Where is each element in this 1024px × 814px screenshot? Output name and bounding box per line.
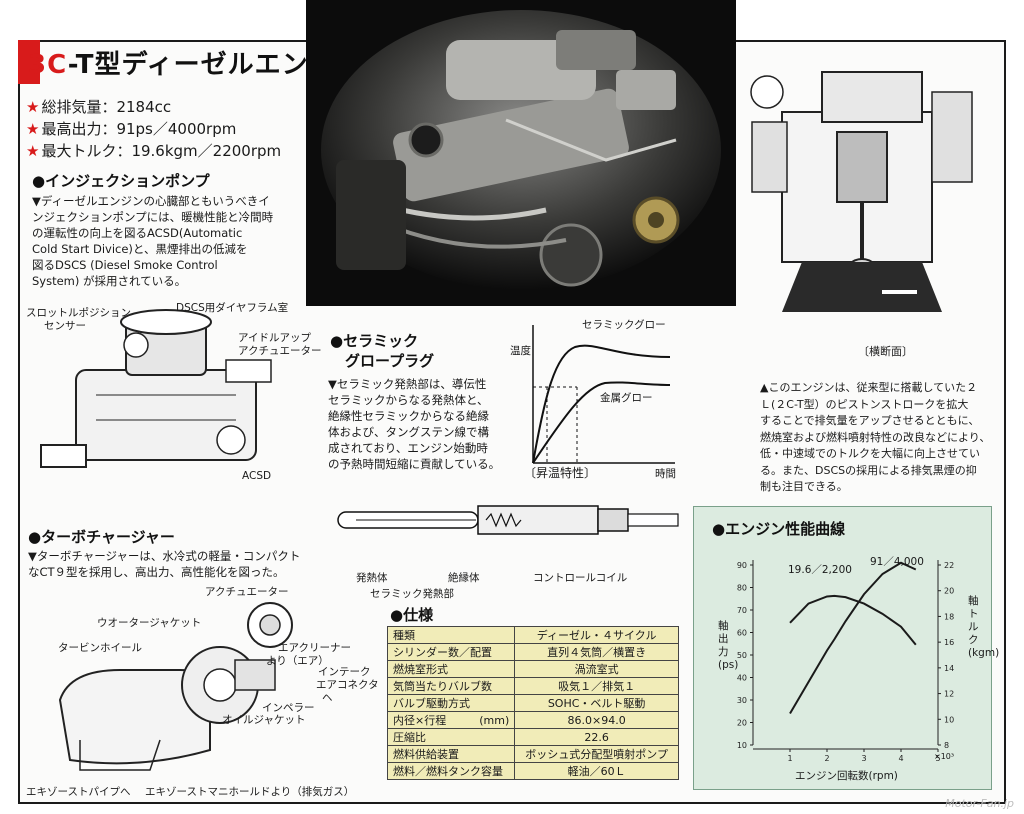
y-tick-label: 90 bbox=[737, 561, 747, 570]
x-tick-label: 3 bbox=[861, 754, 866, 763]
table-row: 燃焼室形式渦流室式 bbox=[386, 660, 679, 678]
spec-table: 種類ディーゼル・４サイクル シリンダー数／配置直列４気筒／横置き 燃焼室形式渦流… bbox=[386, 626, 679, 780]
turbo-heading: ●ターボチャージャー bbox=[28, 528, 175, 546]
x-axis-label: エンジン回転数(rpm) bbox=[795, 770, 898, 782]
y-tick-label: 60 bbox=[737, 629, 747, 638]
graph-ylabel: 温度 bbox=[510, 345, 531, 357]
table-row: 種類ディーゼル・４サイクル bbox=[386, 626, 679, 644]
graph-xlabel: 時間 bbox=[655, 468, 676, 480]
y-tick-label: 80 bbox=[737, 584, 747, 593]
turbo-drawing bbox=[58, 602, 293, 771]
plug-label-ceramic-part: セラミック発熱部 bbox=[370, 588, 454, 600]
turbo-label-intake-2: エアコネクタ bbox=[316, 679, 379, 691]
watermark: Motor-Fan.jp bbox=[945, 797, 1014, 810]
plug-label-insulator: 絶縁体 bbox=[448, 572, 480, 584]
y2-tick-label: 8 bbox=[944, 741, 949, 750]
table-row: 内径×行程 (mm)86.0×94.0 bbox=[386, 711, 679, 729]
table-row: シリンダー数／配置直列４気筒／横置き bbox=[386, 643, 679, 661]
ceramic-heading-1: ●セラミック bbox=[330, 332, 419, 350]
cross-section-caption: 〔横断面〕 bbox=[858, 345, 913, 358]
title-accent-bar bbox=[18, 40, 40, 84]
power-peak-label: 91／4,000 bbox=[870, 556, 924, 568]
y2-tick-label: 18 bbox=[944, 612, 954, 621]
turbo-label-exhaust-manifold: エキゾーストマニホールドより（排気ガス） bbox=[145, 786, 355, 798]
performance-panel bbox=[693, 506, 992, 790]
injection-pump-text: ▼ディーゼルエンジンの心臓部ともいうべきイ ンジェクションポンプには、暖機性能と… bbox=[32, 194, 274, 288]
plug-label-coil: コントロールコイル bbox=[533, 572, 628, 584]
y2-tick-label: 20 bbox=[944, 587, 954, 596]
cross-section-text: ▲このエンジンは、従来型に搭載していた２ Ｌ(２C-T型）のピストンストロークを… bbox=[760, 381, 991, 493]
plug-label-heater: 発熱体 bbox=[356, 572, 388, 584]
power-curve bbox=[789, 561, 917, 715]
metal-curve bbox=[532, 381, 671, 464]
turbo-label-impeller: インペラー bbox=[262, 702, 315, 714]
ceramic-text: ▼セラミック発熱部は、導伝性 セラミックからなる発熱体と、 絶縁性セラミックから… bbox=[328, 377, 501, 471]
x-tick-label: 1 bbox=[787, 754, 792, 763]
x-tick-label: 5 bbox=[935, 754, 940, 763]
table-row: 燃料／燃料タンク容量軽油／60Ｌ bbox=[386, 762, 679, 780]
y2-tick-label: 10 bbox=[944, 715, 954, 724]
turbo-label-oil-jacket: オイルジャケット bbox=[222, 714, 306, 726]
y-tick-label: 10 bbox=[737, 741, 747, 750]
y-tick-label: 40 bbox=[737, 674, 747, 683]
y2-tick-label: 14 bbox=[944, 664, 954, 673]
injection-pump-drawing bbox=[40, 309, 272, 468]
x-axis-unit: ×10³ bbox=[934, 752, 955, 761]
spec-table-heading: ●仕様 bbox=[390, 606, 434, 624]
turbo-label-air-cleaner-2: より（エア） bbox=[266, 655, 329, 667]
turbo-label-actuator: アクチュエーター bbox=[205, 586, 289, 598]
table-row: 気筒当たりバルブ数吸気１／排気１ bbox=[386, 677, 679, 695]
y2-tick-label: 16 bbox=[944, 638, 954, 647]
turbo-label-air-cleaner: エアクリーナー bbox=[278, 642, 351, 654]
y-tick-label: 30 bbox=[737, 696, 747, 705]
y2-tick-label: 12 bbox=[944, 690, 954, 699]
x-tick-label: 4 bbox=[898, 754, 903, 763]
graph-ceramic-label: セラミックグロー bbox=[582, 319, 666, 331]
ceramic-heading-2: グロープラグ bbox=[345, 352, 435, 370]
y-tick-label: 20 bbox=[737, 719, 747, 728]
turbo-label-exhaust-pipe: エキゾーストパイプへ bbox=[26, 786, 131, 798]
label-idle-up-2: アクチュエーター bbox=[238, 345, 322, 357]
label-throttle-2: センサー bbox=[44, 320, 86, 332]
turbo-text: ▼ターボチャージャーは、水冷式の軽量・コンパクト なCT９型を採用し、高出力、高… bbox=[28, 549, 301, 579]
performance-heading: ●エンジン性能曲線 bbox=[712, 520, 846, 538]
label-throttle: スロットルポジション bbox=[26, 307, 131, 319]
spec-displacement: ★総排気量：2184cc bbox=[26, 98, 172, 116]
turbo-label-turbine-wheel: タービンホイール bbox=[58, 642, 142, 654]
turbo-label-water-jacket: ウオータージャケット bbox=[97, 617, 202, 629]
glow-plug-drawing bbox=[337, 505, 679, 535]
label-dscs: DSCS用ダイヤフラム室 bbox=[176, 302, 289, 314]
torque-curve bbox=[789, 594, 917, 646]
y-right-label: 軸トルク(kgm) bbox=[968, 595, 999, 659]
table-row: 燃料供給装置ボッシュ式分配型噴射ポンプ bbox=[386, 745, 679, 763]
label-idle-up: アイドルアップ bbox=[238, 332, 311, 344]
y-left-label: 軸出力(ps) bbox=[718, 620, 739, 671]
graph-caption: 〔昇温特性〕 bbox=[524, 466, 597, 480]
cross-section-drawing bbox=[750, 71, 973, 312]
y-tick-label: 50 bbox=[737, 651, 747, 660]
ceramic-curve bbox=[532, 344, 671, 464]
heating-graph bbox=[532, 325, 675, 464]
turbo-label-intake-3: ヘ bbox=[322, 692, 333, 704]
graph-metal-label: 金属グロー bbox=[600, 392, 653, 404]
y2-tick-label: 22 bbox=[944, 561, 954, 570]
turbo-label-intake: インテーク bbox=[318, 666, 371, 678]
x-tick-label: 2 bbox=[824, 754, 829, 763]
spec-max-power: ★最高出力：91ps／4000rpm bbox=[26, 120, 237, 138]
torque-peak-label: 19.6／2,200 bbox=[788, 564, 852, 576]
y-tick-label: 70 bbox=[737, 606, 747, 615]
label-acsd: ACSD bbox=[242, 470, 272, 482]
injection-pump-heading: ●インジェクションポンプ bbox=[32, 172, 210, 190]
engine-photo bbox=[306, 0, 736, 306]
spec-max-torque: ★最大トルク：19.6kgm／2200rpm bbox=[26, 142, 282, 160]
